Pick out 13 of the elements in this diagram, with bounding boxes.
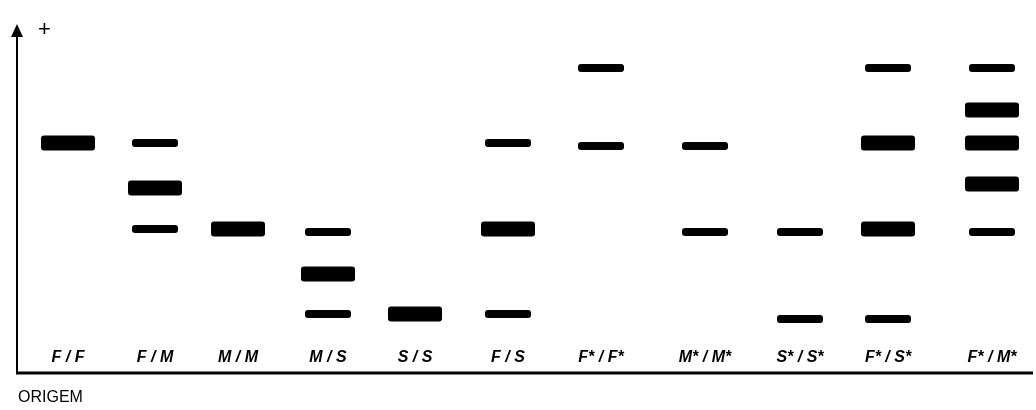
plus-sign: +: [38, 18, 51, 40]
lane-label: F* / F*: [578, 349, 624, 365]
lane-label: M / M: [218, 349, 258, 365]
lane-label: M* / M*: [678, 349, 732, 365]
lane-label: F / F: [51, 349, 85, 365]
origin-label: ORIGEM: [18, 389, 83, 405]
lane-label: M / S: [309, 349, 347, 365]
lane-label: S / S: [397, 349, 433, 365]
lane-label: F* / M*: [967, 349, 1017, 365]
lane-label: F / S: [491, 349, 525, 365]
lane-label: F* / S*: [864, 349, 912, 365]
lane-label: S* / S*: [776, 349, 824, 365]
lane-label: F / M: [136, 349, 174, 365]
